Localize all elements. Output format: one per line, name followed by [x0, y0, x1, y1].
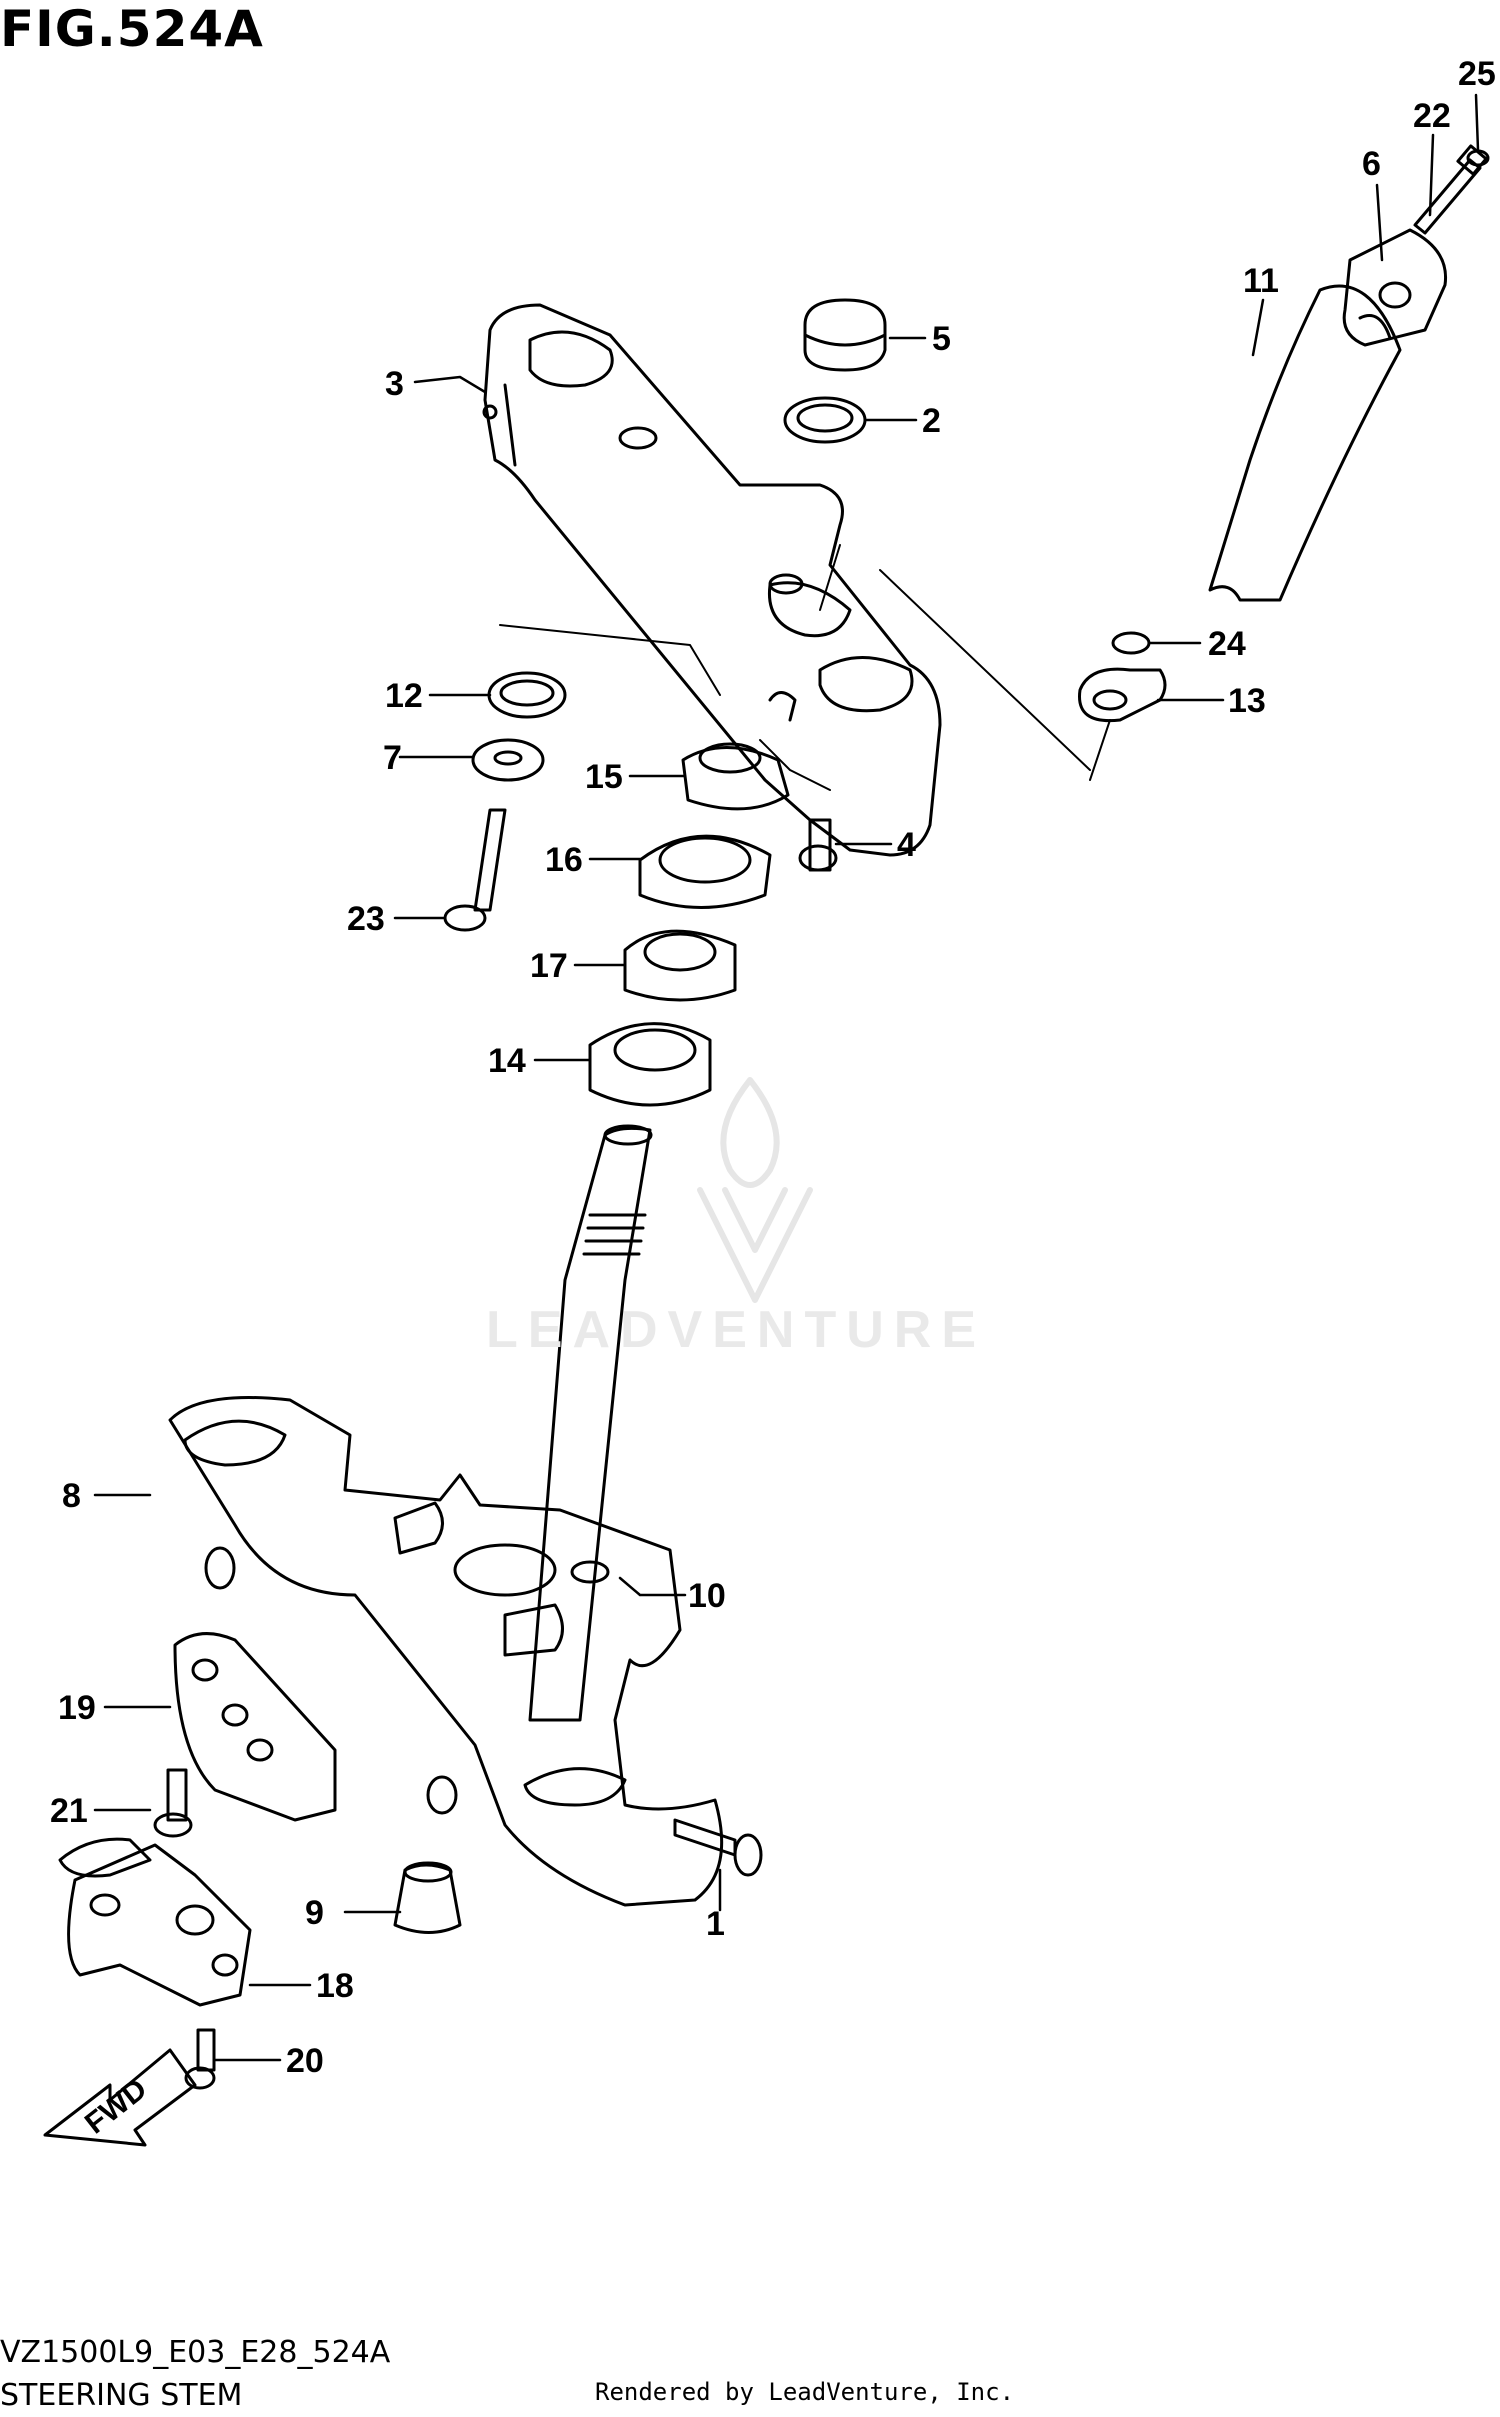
- washer-24-part[interactable]: [1111, 631, 1151, 655]
- holder-19-part[interactable]: [173, 1632, 337, 1822]
- cap-part[interactable]: [803, 298, 887, 372]
- callout-22: 22: [1413, 97, 1451, 135]
- watermark-logo-icon: [697, 1077, 813, 1303]
- callout-labels: 3 5 2 6 22 25 11 24 13 12 7 15 4 23 16 1…: [50, 55, 1496, 2080]
- steering-stem-part[interactable]: [528, 1124, 653, 1722]
- callout-19: 19: [58, 1689, 96, 1727]
- callout-24: 24: [1208, 625, 1246, 663]
- upper-bracket-part[interactable]: [482, 303, 942, 857]
- callout-16: 16: [545, 841, 583, 879]
- bolt-21-part[interactable]: [153, 1768, 193, 1838]
- callout-17: 17: [530, 947, 568, 985]
- bolt-4-part[interactable]: [798, 818, 838, 872]
- watermark-text: LEADVENTURE: [486, 1301, 987, 1359]
- figure-title: FIG.524A: [0, 0, 264, 58]
- bolt-23-part[interactable]: [443, 808, 507, 932]
- washer-part[interactable]: [783, 396, 867, 444]
- race-14-part[interactable]: [588, 1022, 712, 1107]
- callout-7: 7: [383, 739, 402, 777]
- callout-23: 23: [347, 900, 385, 938]
- model-code: VZ1500L9_E03_E28_524A: [0, 2335, 391, 2370]
- plate-part[interactable]: [1078, 667, 1167, 723]
- callout-12: 12: [385, 677, 423, 715]
- bushing-part[interactable]: [393, 1861, 462, 1934]
- callout-18: 18: [316, 1967, 354, 2005]
- assembly-lines: [499, 544, 1111, 791]
- callout-1: 1: [706, 1905, 725, 1943]
- callout-3: 3: [385, 365, 404, 403]
- callout-14: 14: [488, 1042, 526, 1080]
- cover-part[interactable]: [1208, 284, 1402, 602]
- callout-20: 20: [286, 2042, 324, 2080]
- callout-11: 11: [1243, 262, 1279, 300]
- washer-10-part[interactable]: [453, 1543, 557, 1597]
- callout-10: 10: [688, 1577, 726, 1615]
- fwd-arrow-icon: FWD: [43, 2048, 197, 2147]
- lock-holder-part[interactable]: [58, 1837, 252, 2007]
- bolt-1-part[interactable]: [673, 1818, 763, 1877]
- callout-25: 25: [1458, 55, 1496, 93]
- seal-part[interactable]: [638, 834, 772, 909]
- callout-2: 2: [922, 402, 941, 440]
- bearing-17-part[interactable]: [623, 929, 737, 1002]
- callout-21: 21: [50, 1792, 88, 1830]
- leader-lines: [93, 93, 1480, 2062]
- callout-8: 8: [62, 1477, 81, 1515]
- lower-bracket-part[interactable]: [168, 1396, 724, 1907]
- nut-15-part[interactable]: [681, 742, 790, 811]
- callout-5: 5: [932, 320, 951, 358]
- clamp-part[interactable]: [1342, 228, 1448, 347]
- bolt-22-part[interactable]: [1413, 144, 1488, 235]
- rendered-by-credit: Rendered by LeadVenture, Inc.: [595, 2378, 1015, 2406]
- washer-12-part[interactable]: [487, 671, 567, 719]
- fwd-label: FWD: [79, 2072, 153, 2140]
- callout-15: 15: [585, 758, 623, 796]
- screw-20-part[interactable]: [184, 2028, 216, 2090]
- callout-13: 13: [1228, 682, 1266, 720]
- figure-caption: STEERING STEM: [0, 2378, 243, 2413]
- callout-6: 6: [1362, 145, 1381, 183]
- washer-7-part[interactable]: [471, 738, 545, 782]
- callout-9: 9: [305, 1894, 324, 1932]
- callout-4: 4: [897, 826, 916, 864]
